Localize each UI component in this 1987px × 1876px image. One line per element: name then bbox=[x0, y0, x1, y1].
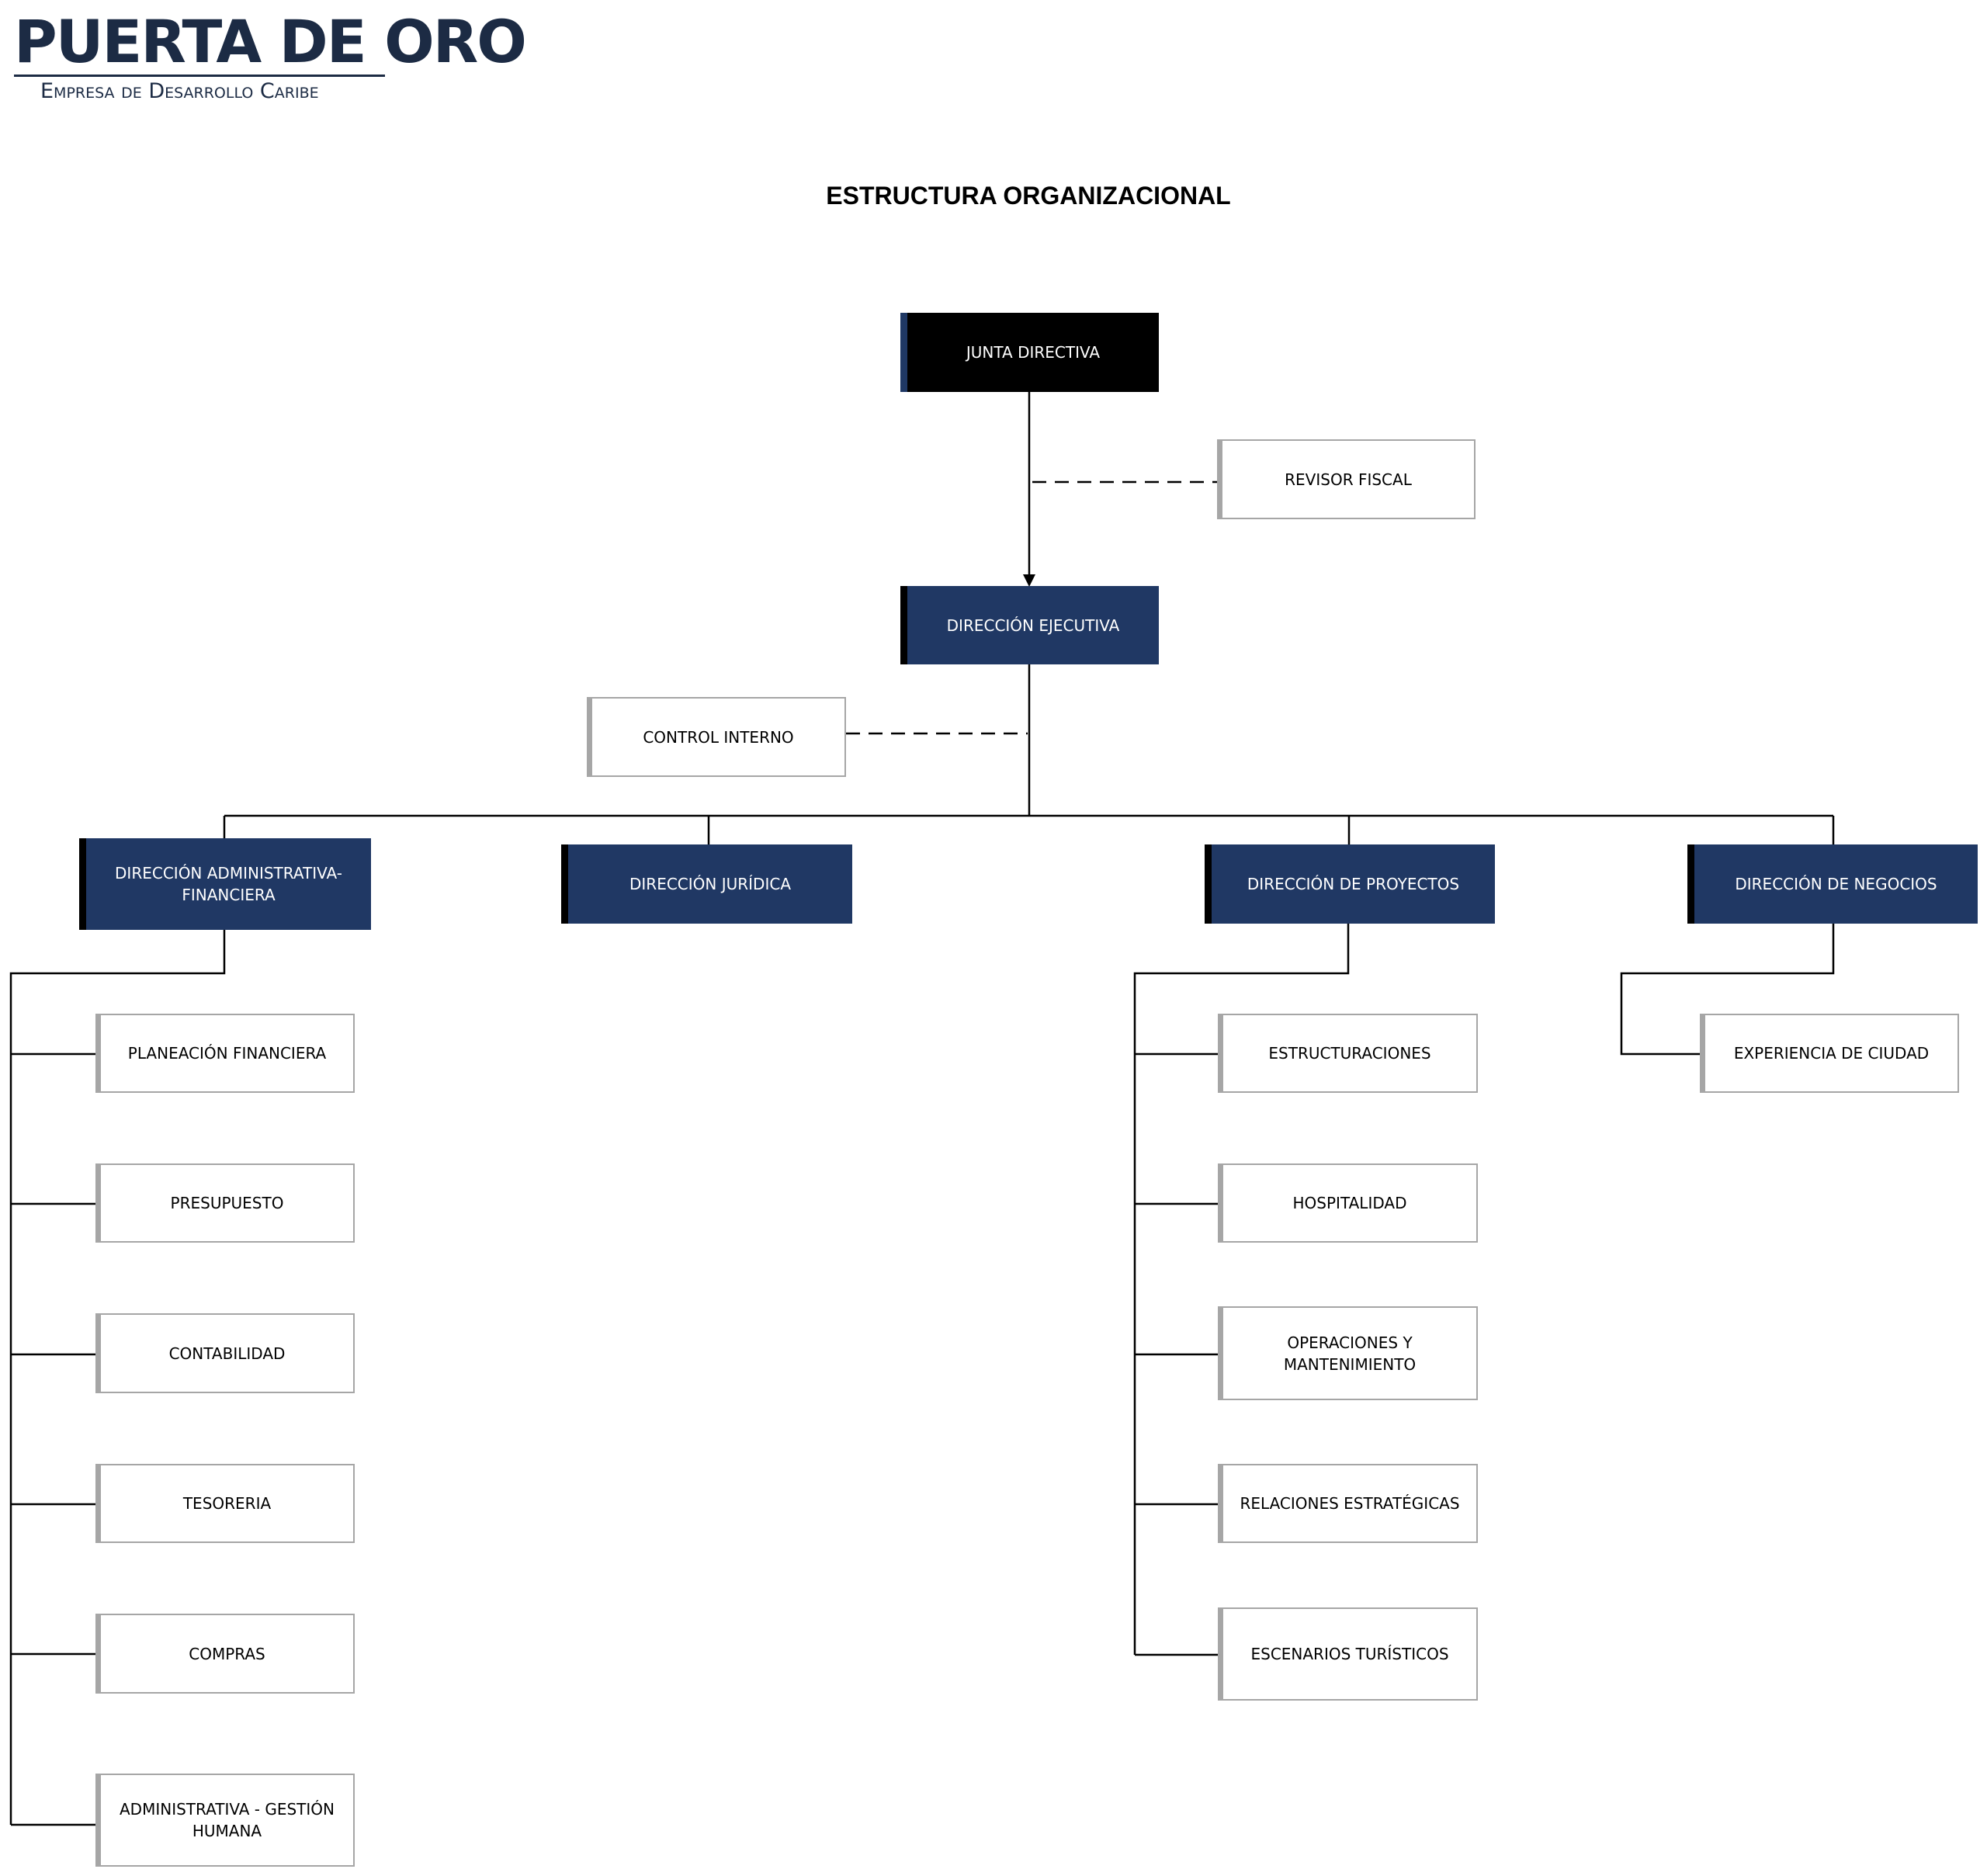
node-label: CONTABILIDAD bbox=[168, 1344, 286, 1363]
node-junta-directiva: JUNTA DIRECTIVA bbox=[900, 313, 1159, 392]
connector-arrowhead bbox=[1023, 574, 1035, 587]
node-control-interno: CONTROL INTERNO bbox=[587, 697, 846, 777]
node-label: TESORERIA bbox=[182, 1494, 272, 1513]
node-estructuraciones: ESTRUCTURACIONES bbox=[1218, 1014, 1478, 1093]
node-label: COMPRAS bbox=[189, 1644, 265, 1663]
node-presupuesto: PRESUPUESTO bbox=[95, 1163, 355, 1243]
logo-rule bbox=[14, 75, 385, 77]
node-direccion-proyectos: DIRECCIÓN DE PROYECTOS bbox=[1205, 844, 1495, 924]
node-label: EXPERIENCIA DE CIUDAD bbox=[1733, 1044, 1930, 1063]
node-operaciones-mantenimiento: OPERACIONES Y MANTENIMIENTO bbox=[1218, 1306, 1478, 1400]
node-label: REVISOR FISCAL bbox=[1285, 470, 1412, 489]
node-direccion-ejecutiva: DIRECCIÓN EJECUTIVA bbox=[900, 586, 1159, 664]
node-contabilidad: CONTABILIDAD bbox=[95, 1313, 355, 1393]
node-label: ADMINISTRATIVA - GESTIÓN HUMANA bbox=[120, 1800, 335, 1840]
node-label: PRESUPUESTO bbox=[170, 1194, 284, 1212]
node-direccion-administrativa-financiera: DIRECCIÓN ADMINISTRATIVA-FINANCIERA bbox=[79, 838, 371, 930]
node-label: DIRECCIÓN DE PROYECTOS bbox=[1247, 875, 1460, 893]
node-revisor-fiscal: REVISOR FISCAL bbox=[1217, 439, 1476, 519]
logo-brand: PUERTA DE ORO bbox=[14, 7, 527, 76]
connector-negocios-branch bbox=[1620, 924, 1835, 1056]
node-label: CONTROL INTERNO bbox=[643, 727, 794, 747]
node-relaciones-estrategicas: RELACIONES ESTRATÉGICAS bbox=[1218, 1464, 1478, 1543]
connector-proyectos-branch bbox=[1133, 924, 1350, 1655]
node-label: DIRECCIÓN EJECUTIVA bbox=[946, 616, 1120, 635]
node-experiencia-de-ciudad: EXPERIENCIA DE CIUDAD bbox=[1700, 1014, 1959, 1093]
page-title: ESTRUCTURA ORGANIZACIONAL bbox=[826, 182, 1231, 210]
node-tesoreria: TESORERIA bbox=[95, 1464, 355, 1543]
node-direccion-negocios: DIRECCIÓN DE NEGOCIOS bbox=[1687, 844, 1978, 924]
node-label: HOSPITALIDAD bbox=[1292, 1194, 1407, 1212]
node-label: ESTRUCTURACIONES bbox=[1268, 1044, 1431, 1063]
node-label: JUNTA DIRECTIVA bbox=[966, 343, 1101, 362]
node-hospitalidad: HOSPITALIDAD bbox=[1218, 1163, 1478, 1243]
node-label: OPERACIONES Y MANTENIMIENTO bbox=[1283, 1333, 1417, 1374]
node-label: DIRECCIÓN ADMINISTRATIVA-FINANCIERA bbox=[115, 864, 342, 904]
node-label: RELACIONES ESTRATÉGICAS bbox=[1240, 1494, 1460, 1513]
connector-admin-branch bbox=[9, 930, 226, 1825]
node-administrativa-gestion-humana: ADMINISTRATIVA - GESTIÓN HUMANA bbox=[95, 1774, 355, 1867]
node-label: PLANEACIÓN FINANCIERA bbox=[127, 1044, 327, 1063]
logo-tagline: Empresa de Desarrollo Caribe bbox=[40, 79, 319, 103]
node-label: ESCENARIOS TURÍSTICOS bbox=[1250, 1645, 1449, 1663]
company-logo: PUERTA DE ORO Empresa de Desarrollo Cari… bbox=[14, 11, 527, 103]
node-label: DIRECCIÓN DE NEGOCIOS bbox=[1735, 875, 1937, 893]
node-escenarios-turisticos: ESCENARIOS TURÍSTICOS bbox=[1218, 1607, 1478, 1701]
node-planeacion-financiera: PLANEACIÓN FINANCIERA bbox=[95, 1014, 355, 1093]
node-direccion-juridica: DIRECCIÓN JURÍDICA bbox=[561, 844, 852, 924]
node-label: DIRECCIÓN JURÍDICA bbox=[629, 875, 791, 893]
node-compras: COMPRAS bbox=[95, 1614, 355, 1694]
